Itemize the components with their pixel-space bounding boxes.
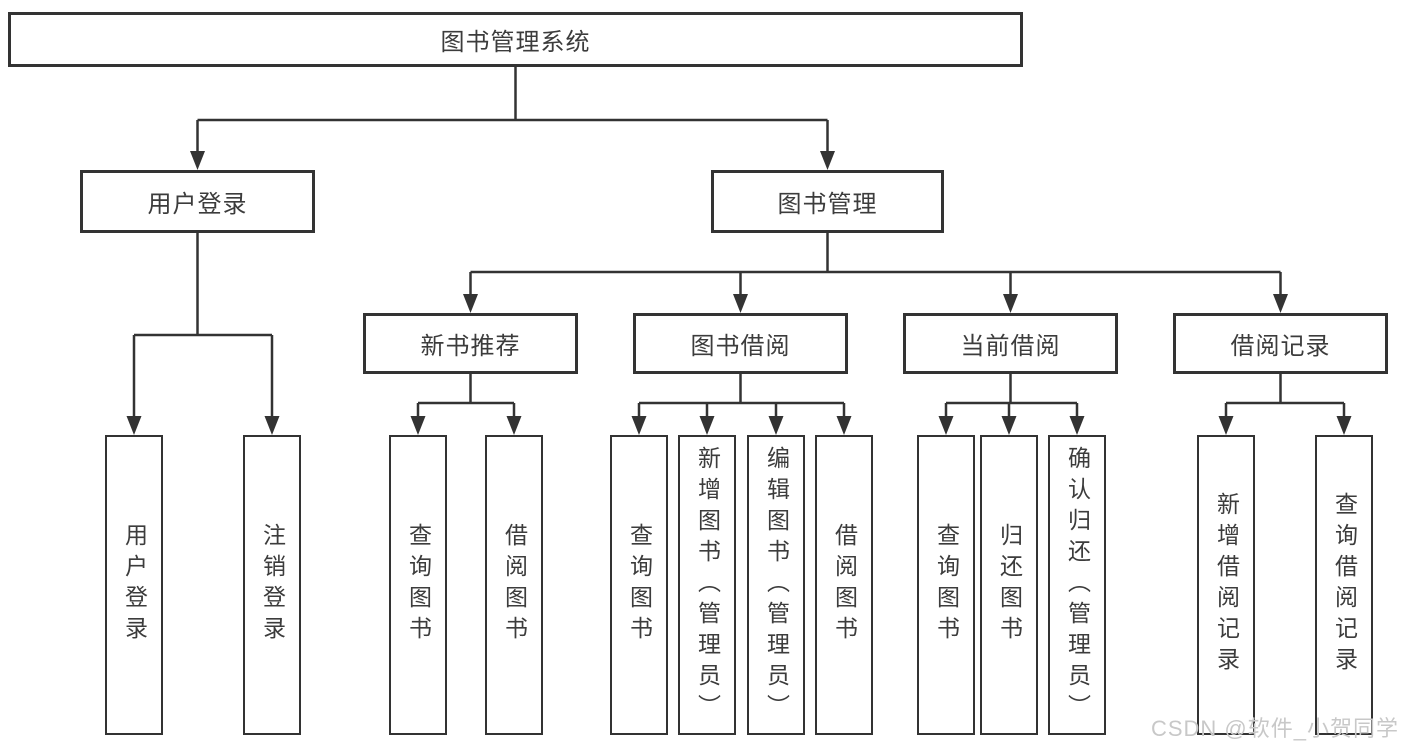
leaf-label: 借阅图书 <box>831 523 858 647</box>
leaf-label: 借阅图书 <box>501 523 528 647</box>
leaf-label: 编辑图书（管理员） <box>763 445 790 725</box>
csdn-watermark: CSDN @软件_小贺同学 <box>1150 716 1399 741</box>
leaf-label: 用户登录 <box>121 523 148 647</box>
leaf-label: 新增借阅记录 <box>1213 492 1240 678</box>
leaf-label: 确认归还（管理员） <box>1064 445 1091 725</box>
leaf-edit-book-admin: 编辑图书（管理员） <box>747 435 805 735</box>
leaf-label: 查询借阅记录 <box>1331 492 1358 678</box>
leaf-logout: 注销登录 <box>243 435 301 735</box>
node-user-login: 用户登录 <box>80 170 315 233</box>
leaf-label: 归还图书 <box>996 523 1023 647</box>
leaf-label: 查询图书 <box>933 523 960 647</box>
node-book-borrowing: 图书借阅 <box>633 313 848 374</box>
leaf-add-borrow-record: 新增借阅记录 <box>1197 435 1255 735</box>
tree-edges <box>132 67 1346 418</box>
leaf-confirm-return-admin: 确认归还（管理员） <box>1048 435 1106 735</box>
leaf-user-login: 用户登录 <box>105 435 163 735</box>
node-current-borrowing: 当前借阅 <box>903 313 1118 374</box>
leaf-query-books-current: 查询图书 <box>917 435 975 735</box>
leaf-query-books-borrowing: 查询图书 <box>610 435 668 735</box>
node-new-book-recommend: 新书推荐 <box>363 313 578 374</box>
node-library-management-system: 图书管理系统 <box>8 12 1023 67</box>
node-book-management: 图书管理 <box>711 170 944 233</box>
leaf-borrow-books-borrowing: 借阅图书 <box>815 435 873 735</box>
leaf-query-borrow-record: 查询借阅记录 <box>1315 435 1373 735</box>
leaf-add-book-admin: 新增图书（管理员） <box>678 435 736 735</box>
leaf-label: 新增图书（管理员） <box>694 445 721 725</box>
leaf-label: 查询图书 <box>626 523 653 647</box>
leaf-label: 注销登录 <box>259 523 286 647</box>
leaf-query-books-recommend: 查询图书 <box>389 435 447 735</box>
leaf-label: 查询图书 <box>405 523 432 647</box>
node-borrowing-records: 借阅记录 <box>1173 313 1388 374</box>
leaf-borrow-books-recommend: 借阅图书 <box>485 435 543 735</box>
leaf-return-book: 归还图书 <box>980 435 1038 735</box>
